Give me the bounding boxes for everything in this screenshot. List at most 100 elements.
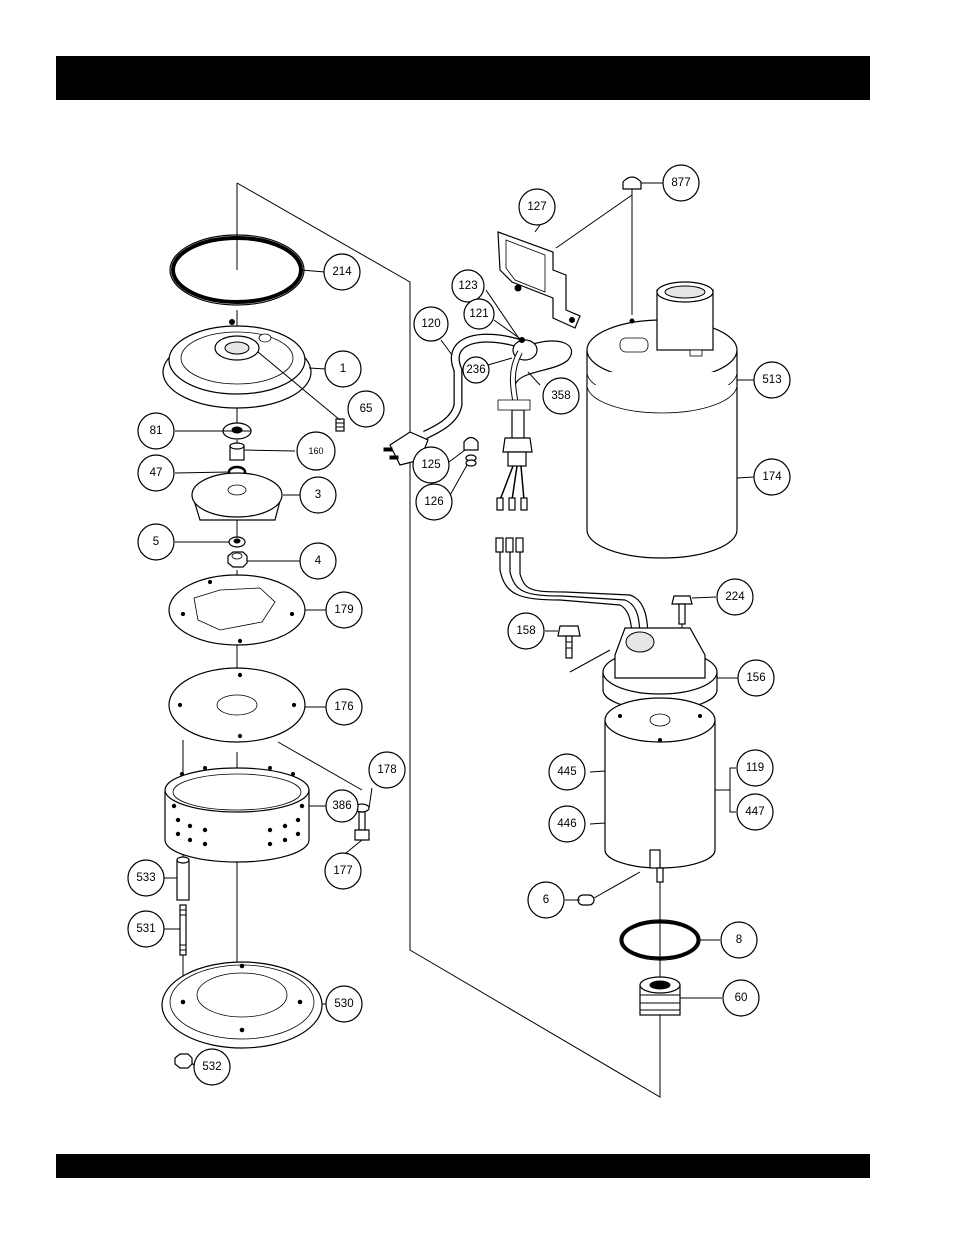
callout-127: 127 xyxy=(519,189,555,225)
svg-text:532: 532 xyxy=(202,1061,221,1073)
callout-81: 81 xyxy=(138,413,174,449)
svg-text:126: 126 xyxy=(424,496,443,508)
motor-445-446 xyxy=(605,698,715,882)
svg-text:224: 224 xyxy=(725,591,745,603)
svg-text:160: 160 xyxy=(308,446,323,456)
callout-178: 178 xyxy=(369,752,405,788)
svg-text:533: 533 xyxy=(136,872,155,884)
svg-text:60: 60 xyxy=(735,992,748,1004)
svg-text:65: 65 xyxy=(360,403,373,415)
callout-156: 156 xyxy=(738,660,774,696)
svg-text:125: 125 xyxy=(421,459,440,471)
svg-text:179: 179 xyxy=(334,604,353,616)
callout-158: 158 xyxy=(508,613,544,649)
volute-housing-1 xyxy=(163,320,311,409)
svg-text:156: 156 xyxy=(746,672,765,684)
svg-text:177: 177 xyxy=(333,865,352,877)
key-6 xyxy=(578,895,594,905)
plate-176 xyxy=(169,668,305,742)
callout-120: 120 xyxy=(414,307,448,341)
callout-179: 179 xyxy=(326,592,362,628)
svg-text:358: 358 xyxy=(551,390,570,402)
svg-text:178: 178 xyxy=(377,764,396,776)
svg-text:1: 1 xyxy=(340,363,346,375)
callout-47: 47 xyxy=(138,455,174,491)
nut-125 xyxy=(464,438,478,451)
svg-text:81: 81 xyxy=(150,425,163,437)
bushing-160 xyxy=(230,443,244,460)
motor-housing-513-174 xyxy=(587,282,737,558)
callout-386: 386 xyxy=(326,790,358,822)
spacer-533 xyxy=(177,857,189,900)
strainer-386 xyxy=(165,766,309,862)
svg-text:121: 121 xyxy=(469,308,488,320)
svg-text:127: 127 xyxy=(527,201,546,213)
callout-119: 119 xyxy=(737,750,773,786)
callout-532: 532 xyxy=(194,1049,230,1085)
svg-text:5: 5 xyxy=(153,536,159,548)
callout-4: 4 xyxy=(300,543,336,579)
callout-176: 176 xyxy=(326,689,362,725)
callout-1: 1 xyxy=(325,351,361,387)
svg-text:386: 386 xyxy=(332,800,351,812)
svg-text:158: 158 xyxy=(516,625,535,637)
callout-5: 5 xyxy=(138,524,174,560)
svg-text:513: 513 xyxy=(762,374,781,386)
handle-127 xyxy=(498,232,580,328)
bolt-177 xyxy=(355,812,369,840)
svg-text:530: 530 xyxy=(334,998,353,1010)
svg-text:119: 119 xyxy=(746,762,764,774)
svg-text:445: 445 xyxy=(557,766,576,778)
callout-125: 125 xyxy=(413,447,449,483)
svg-text:3: 3 xyxy=(315,489,321,501)
impeller-3 xyxy=(192,473,282,520)
callout-126: 126 xyxy=(416,484,452,520)
callout-8: 8 xyxy=(721,922,757,958)
callout-121: 121 xyxy=(464,299,494,329)
callout-531: 531 xyxy=(128,911,164,947)
callout-65: 65 xyxy=(348,391,384,427)
stud-531 xyxy=(180,905,186,955)
screw-65 xyxy=(336,419,344,431)
svg-text:877: 877 xyxy=(671,177,690,189)
callout-214: 214 xyxy=(324,254,360,290)
svg-text:174: 174 xyxy=(762,471,782,483)
callout-177: 177 xyxy=(325,853,361,889)
svg-text:446: 446 xyxy=(557,818,576,830)
callout-224: 224 xyxy=(717,579,753,615)
svg-text:447: 447 xyxy=(745,806,764,818)
nut-4 xyxy=(228,552,247,567)
callout-3: 3 xyxy=(300,477,336,513)
base-plate-530 xyxy=(162,962,322,1048)
callout-236: 236 xyxy=(463,357,489,383)
mechanical-seal-60 xyxy=(640,977,680,1015)
svg-text:531: 531 xyxy=(136,923,155,935)
callout-60: 60 xyxy=(723,980,759,1016)
svg-text:236: 236 xyxy=(466,364,485,376)
callout-445: 445 xyxy=(549,754,585,790)
nut-532 xyxy=(175,1054,192,1068)
callout-160: 160 xyxy=(297,432,335,470)
callout-358: 358 xyxy=(543,378,579,414)
callout-877: 877 xyxy=(663,165,699,201)
svg-text:8: 8 xyxy=(736,934,742,946)
washer-5 xyxy=(229,537,245,547)
bolt-158 xyxy=(558,626,580,658)
callout-446: 446 xyxy=(549,806,585,842)
svg-text:6: 6 xyxy=(543,894,549,906)
callout-174: 174 xyxy=(754,459,790,495)
wear-plate-179 xyxy=(169,575,305,645)
svg-text:214: 214 xyxy=(332,266,352,278)
bolt-224 xyxy=(672,596,692,624)
callout-533: 533 xyxy=(128,860,164,896)
cord-358 xyxy=(497,338,572,511)
callout-530: 530 xyxy=(326,986,362,1022)
callout-123: 123 xyxy=(452,270,484,302)
callout-513: 513 xyxy=(754,362,790,398)
washer-126 xyxy=(466,455,476,466)
callout-6: 6 xyxy=(528,882,564,918)
svg-text:4: 4 xyxy=(315,555,322,567)
svg-text:176: 176 xyxy=(334,701,353,713)
svg-text:123: 123 xyxy=(458,280,477,292)
